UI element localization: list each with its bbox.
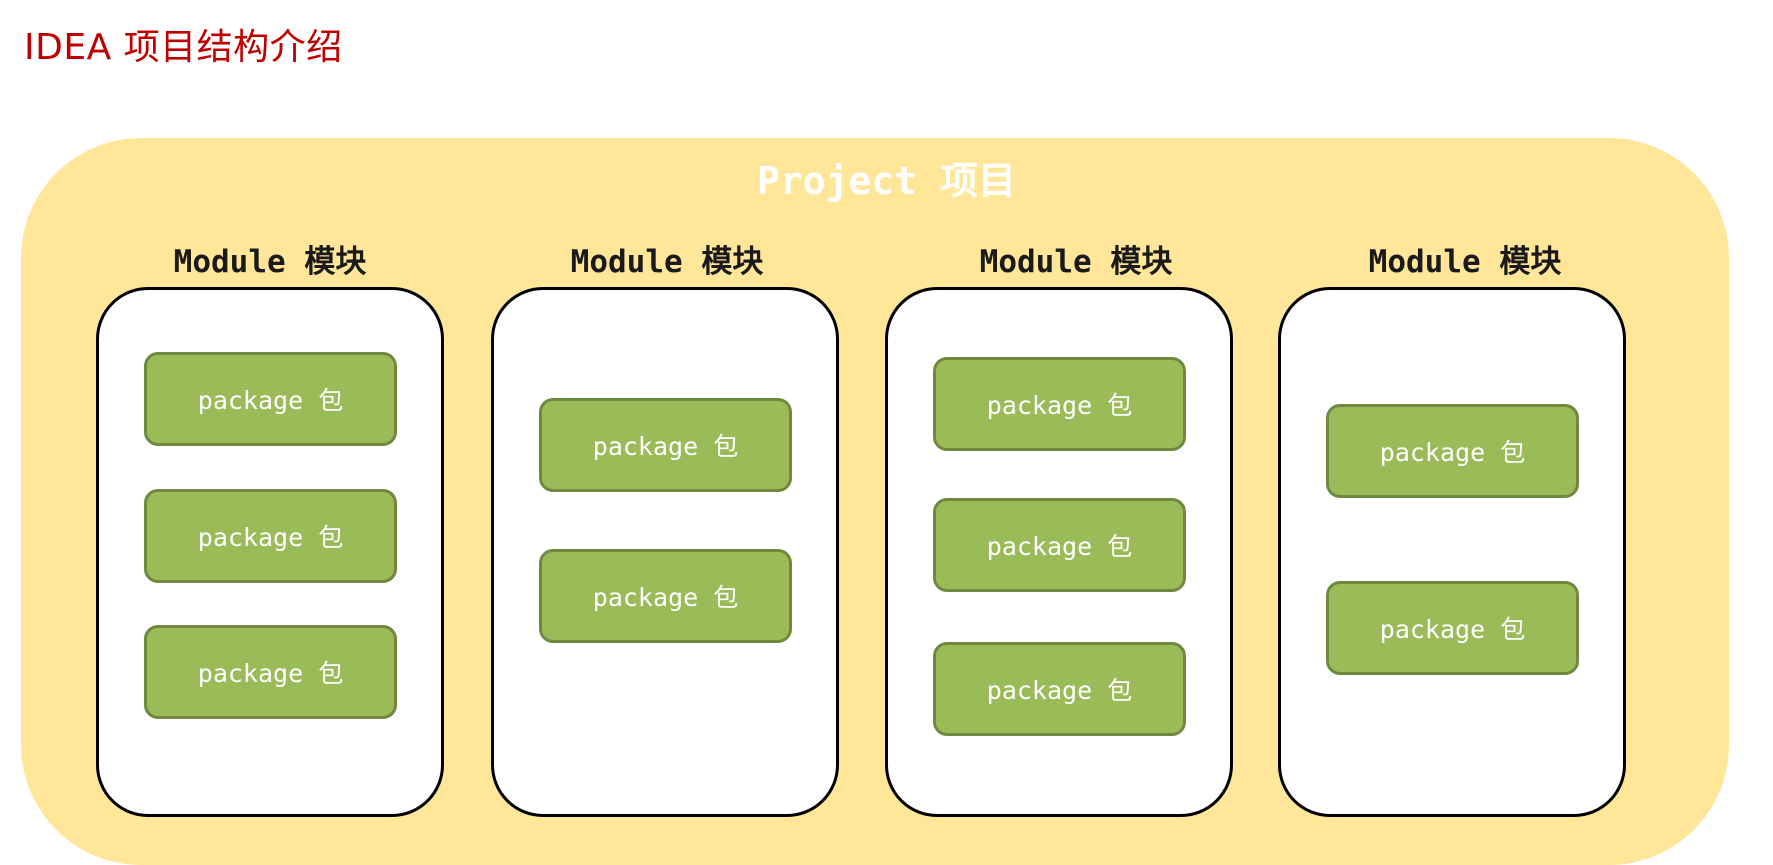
package-box-1-1: package 包 — [144, 352, 397, 446]
package-box-2-1: package 包 — [539, 398, 792, 492]
module-label-4: Module 模块 — [1368, 244, 1562, 280]
package-box-3-2: package 包 — [933, 498, 1186, 592]
page-title: IDEA 项目结构介绍 — [24, 27, 343, 68]
module-2: package 包 package 包 — [491, 287, 839, 817]
module-label-3: Module 模块 — [979, 244, 1173, 280]
module-4: package 包 package 包 — [1278, 287, 1626, 817]
module-3: package 包 package 包 package 包 — [885, 287, 1233, 817]
package-box-3-1: package 包 — [933, 357, 1186, 451]
package-box-2-2: package 包 — [539, 549, 792, 643]
package-box-1-3: package 包 — [144, 625, 397, 719]
module-label-2: Module 模块 — [570, 244, 764, 280]
project-label: Project 项目 — [756, 159, 1017, 203]
module-1: package 包 package 包 package 包 — [96, 287, 444, 817]
package-box-1-2: package 包 — [144, 489, 397, 583]
package-box-4-2: package 包 — [1326, 581, 1579, 675]
module-label-1: Module 模块 — [173, 244, 367, 280]
package-box-3-3: package 包 — [933, 642, 1186, 736]
package-box-4-1: package 包 — [1326, 404, 1579, 498]
